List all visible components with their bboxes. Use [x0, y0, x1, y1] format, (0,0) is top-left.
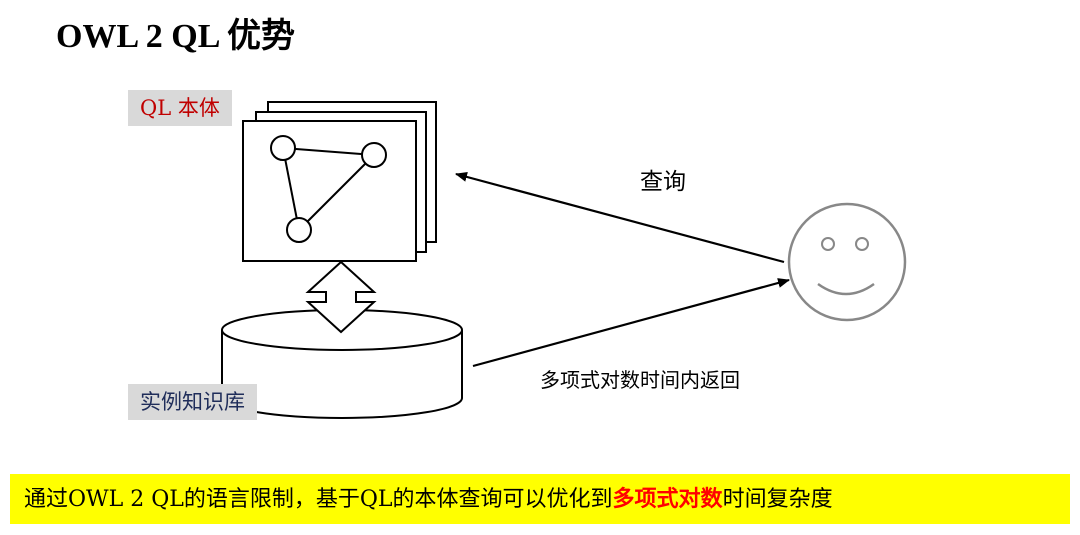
knowledge-base-label: 实例知识库	[128, 384, 257, 420]
banner-suffix: 时间复杂度	[722, 487, 833, 512]
banner-highlight: 多项式对数	[612, 486, 723, 512]
bidirectional-block-arrow	[305, 260, 377, 334]
banner-prefix: 通过OWL 2 QL的语言限制，基于QL的本体查询可以优化到	[24, 487, 613, 512]
return-arrow	[472, 278, 790, 368]
return-label: 多项式对数时间内返回	[540, 368, 740, 392]
ontology-page-stack	[242, 101, 437, 262]
summary-banner: 通过OWL 2 QL的语言限制，基于QL的本体查询可以优化到多项式对数时间复杂度	[10, 474, 1070, 524]
graph-node	[361, 142, 387, 168]
graph-node	[270, 135, 296, 161]
query-label: 查询	[640, 169, 686, 195]
query-arrow	[455, 172, 785, 264]
page-title: OWL 2 QL 优势	[56, 18, 295, 55]
user-smiley-icon	[787, 202, 907, 322]
ontology-label: QL 本体	[128, 90, 232, 126]
ontology-graph	[270, 135, 387, 243]
graph-node	[286, 217, 312, 243]
